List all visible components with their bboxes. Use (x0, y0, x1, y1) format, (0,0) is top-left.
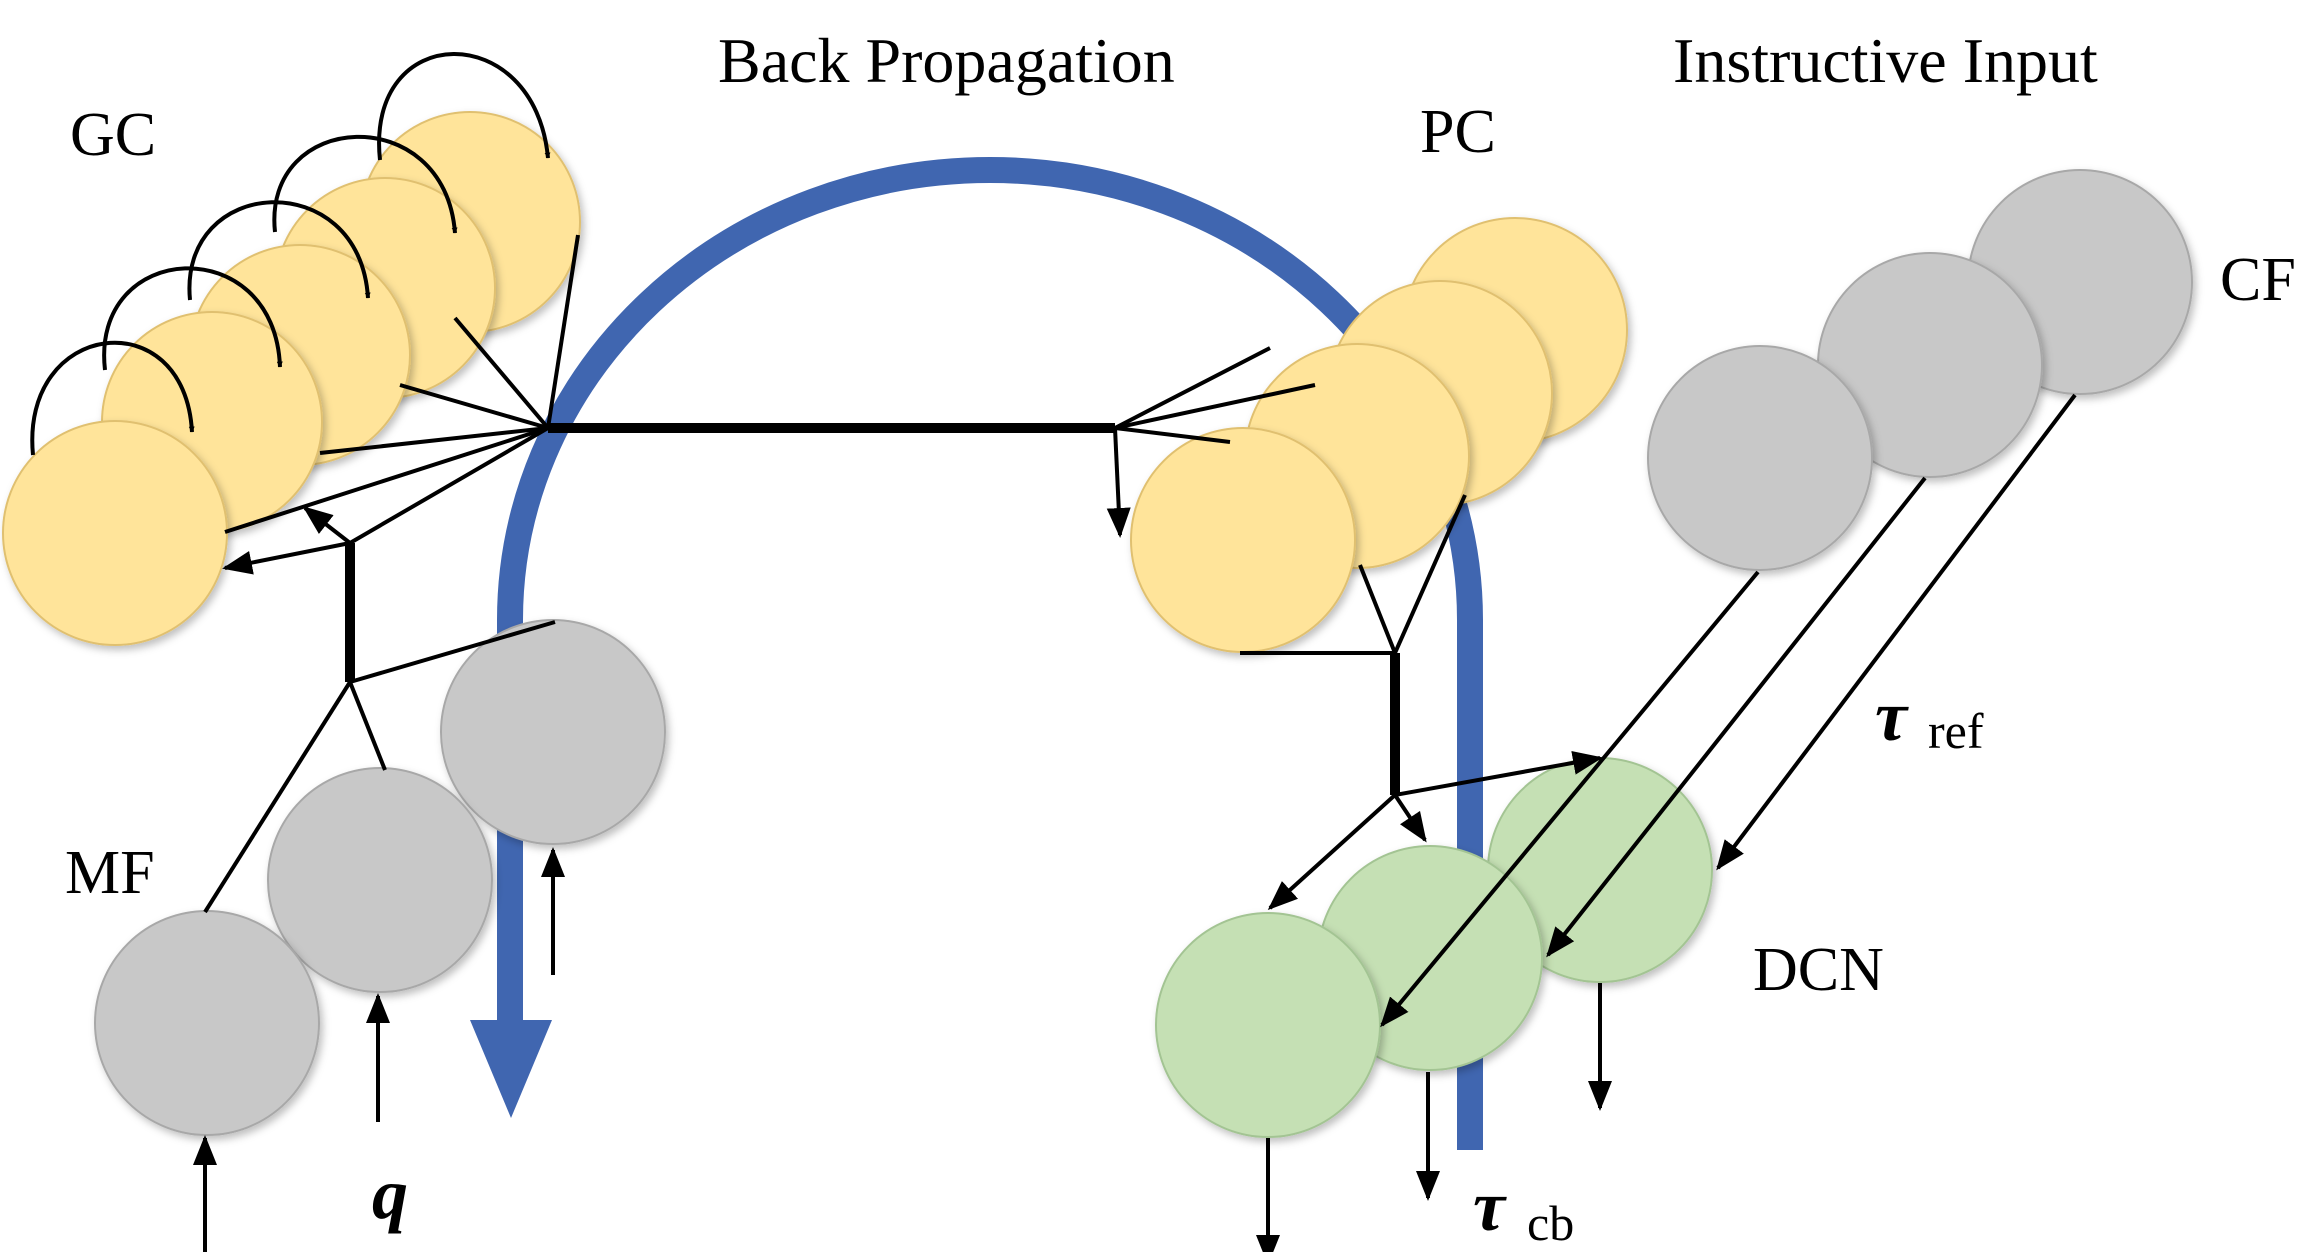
tau-cb-main: τ (1473, 1166, 1507, 1246)
mf-cell (440, 619, 666, 845)
tau-ref-main: τ (1875, 676, 1909, 756)
instructive-input-label: Instructive Input (1673, 25, 2098, 96)
pc-cells (1130, 217, 1628, 653)
back-propagation-arrowhead (470, 1020, 552, 1118)
tau-ref-symbol: τ ref (1875, 676, 1984, 759)
gc-label: GC (70, 101, 156, 169)
cf-cells (1647, 169, 2193, 571)
cf-label: CF (2220, 246, 2296, 314)
gc-mf-connections (193, 234, 1115, 1252)
q-symbol: q (372, 1154, 408, 1234)
mf-cell (267, 767, 493, 993)
tau-cb-symbol: τ cb (1473, 1166, 1574, 1251)
mf-cells (94, 619, 666, 1136)
mf-label: MF (65, 839, 155, 907)
pc-label: PC (1420, 98, 1496, 166)
tau-ref-sub: ref (1928, 703, 1984, 759)
tau-cb-sub: cb (1527, 1195, 1574, 1251)
dcn-cell (1155, 912, 1381, 1138)
pc-dcn-connections (1106, 346, 2077, 1252)
gc-cells (2, 111, 581, 646)
cf-cell (1647, 345, 1873, 571)
gc-recurrent-connections (30, 52, 551, 456)
mf-cell (94, 910, 320, 1136)
dcn-cells (1155, 757, 1713, 1138)
back-propagation-label: Back Propagation (718, 25, 1175, 96)
pc-cell (1130, 427, 1356, 653)
gc-cell (2, 420, 228, 646)
dcn-label: DCN (1753, 936, 1884, 1004)
